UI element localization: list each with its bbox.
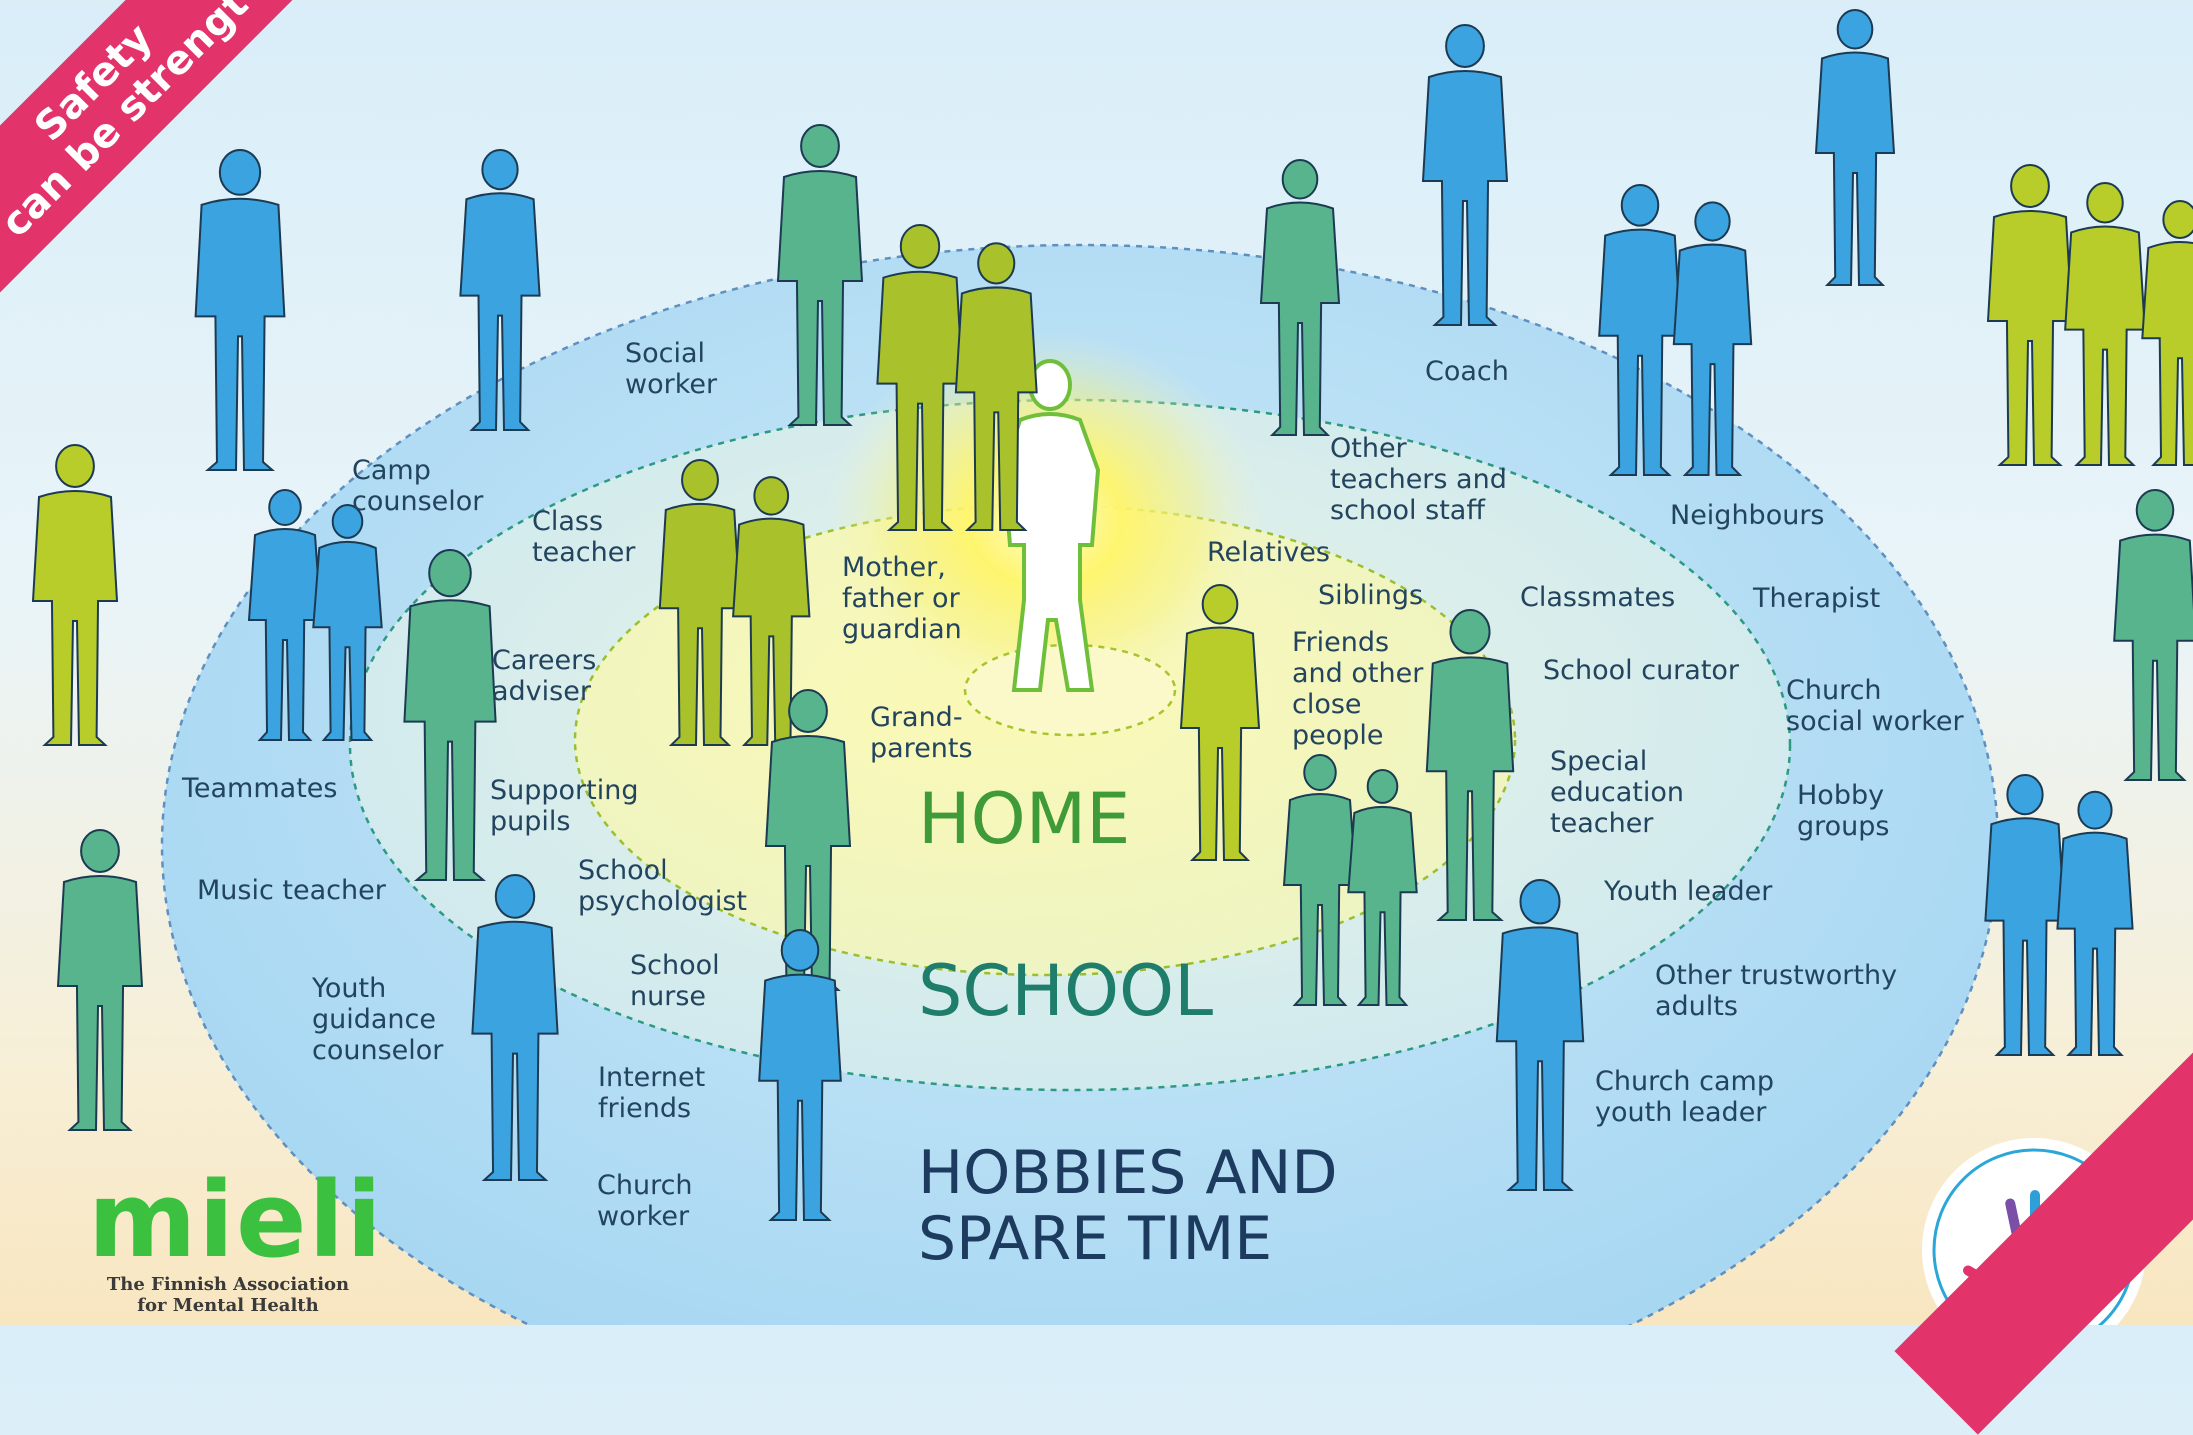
figure-doctor-icon — [776, 124, 864, 426]
figures-layer — [31, 9, 2193, 1221]
label-other-teachers-staff: Other teachers and school staff — [1330, 433, 1507, 526]
label-teammates: Teammates — [182, 773, 338, 804]
figure-woman-curator-icon — [1425, 609, 1515, 921]
label-class-teacher: Class teacher — [532, 506, 636, 568]
label-coach: Coach — [1425, 356, 1509, 387]
label-internet-friends: Internet friends — [598, 1062, 706, 1124]
label-mother-father-guardian: Mother, father or guardian — [842, 552, 962, 645]
figure-coach-man-icon — [1421, 24, 1509, 326]
label-grandparents: Grand- parents — [870, 702, 973, 764]
mieli-logo: mieli The Finnish Association for Mental… — [88, 1159, 388, 1316]
figure-teen-boys-icon — [658, 459, 811, 746]
figure-older-couple-icon — [1984, 774, 2134, 1056]
label-music-teacher: Music teacher — [197, 875, 386, 906]
label-other-trustworthy-adults: Other trustworthy adults — [1655, 960, 1898, 1022]
label-special-education-teacher: Special education teacher — [1550, 746, 1684, 839]
figure-family-right-icon — [1986, 164, 2193, 466]
label-supporting-pupils: Supporting pupils — [490, 775, 639, 837]
logo-subtitle: The Finnish Association for Mental Healt… — [106, 1274, 350, 1316]
label-church-camp-youth-leader: Church camp youth leader — [1595, 1066, 1774, 1128]
label-church-worker: Church worker — [597, 1170, 693, 1232]
figure-young-couple-icon — [1598, 184, 1753, 476]
label-school-psychologist: School psychologist — [578, 855, 747, 917]
label-friends-close-people: Friends and other close people — [1292, 627, 1424, 751]
label-relatives: Relatives — [1207, 537, 1330, 568]
label-church-social-worker: Church social worker — [1786, 675, 1964, 737]
figure-girl-dress-icon — [764, 689, 852, 991]
zone-title-home: HOME — [918, 778, 1131, 860]
label-school-nurse: School nurse — [630, 950, 720, 1012]
figure-boys-football-icon — [247, 489, 383, 741]
label-school-curator: School curator — [1543, 655, 1740, 686]
figure-boy-ball-icon — [194, 149, 286, 471]
figure-woman-top-right-icon — [1814, 9, 1896, 286]
label-careers-adviser: Careers adviser — [492, 645, 597, 707]
zone-title-hobbies: HOBBIES AND SPARE TIME — [918, 1138, 1338, 1274]
label-youth-leader: Youth leader — [1604, 876, 1773, 907]
label-classmates: Classmates — [1520, 582, 1676, 613]
label-hobby-groups: Hobby groups — [1797, 780, 1890, 842]
figure-man-tie-icon — [403, 549, 497, 881]
figure-girl-ball-icon — [459, 149, 541, 431]
figure-woman-clipboard-icon — [471, 874, 559, 1181]
diagram-scene — [31, 9, 2193, 1325]
center-person-icon — [1001, 359, 1101, 692]
logo-wordmark: mieli — [88, 1159, 384, 1281]
figure-man-thumbs-icon — [1495, 879, 1585, 1191]
figure-boy-laptop-icon — [758, 929, 842, 1221]
figure-woman-briefcase-icon — [1259, 159, 1341, 436]
figure-girl-pointing-icon — [1179, 584, 1261, 861]
zone-title-school: SCHOOL — [918, 950, 1214, 1032]
figure-teacher-pointer-icon — [56, 829, 144, 1131]
label-social-worker: Social worker — [625, 338, 718, 400]
figure-couple-parents-icon — [876, 224, 1038, 531]
figure-woman-dog-icon — [31, 444, 119, 746]
label-camp-counselor: Camp counselor — [352, 455, 484, 517]
label-youth-guidance-counselor: Youth guidance counselor — [312, 973, 444, 1066]
label-siblings: Siblings — [1318, 580, 1424, 611]
label-therapist: Therapist — [1753, 583, 1881, 614]
figure-woman-right-edge-icon — [2113, 489, 2193, 781]
figure-teen-girls-icon — [1282, 754, 1418, 1006]
label-neighbours: Neighbours — [1670, 500, 1825, 531]
